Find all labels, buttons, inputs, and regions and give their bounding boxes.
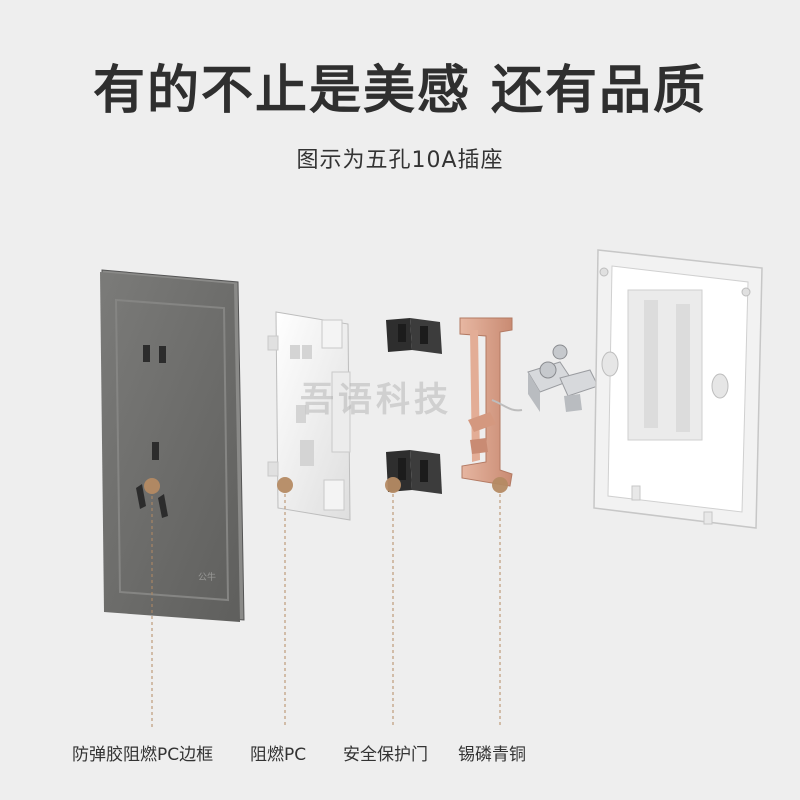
- socket-slot: [158, 494, 168, 518]
- part-label-pc: 阻燃PC: [250, 745, 307, 765]
- watermark: 吾语科技: [300, 380, 452, 420]
- callout-marker: [144, 478, 160, 494]
- terminal-screws: [527, 344, 599, 412]
- front-panel: 公牛: [100, 269, 245, 622]
- mounting-hole: [601, 351, 619, 377]
- socket-slot: [152, 442, 159, 460]
- socket-slot: [136, 484, 146, 509]
- safety-shutter-top: [386, 318, 442, 354]
- subtitle: 图示为五孔10A插座: [296, 148, 504, 173]
- headline: 有的不止是美感 还有品质: [92, 61, 708, 121]
- socket-slot: [143, 345, 150, 362]
- part-label-bronze: 锡磷青铜: [458, 745, 526, 765]
- socket-slot: [159, 346, 166, 363]
- callout-marker: [492, 477, 508, 493]
- callout-marker: [385, 477, 401, 493]
- plate-marking: 公牛: [198, 571, 216, 583]
- pc-frame: [267, 311, 351, 521]
- callout-marker: [277, 477, 293, 493]
- base-box: [593, 249, 763, 529]
- bronze-contacts: [459, 317, 523, 487]
- mounting-hole: [711, 373, 729, 399]
- part-label-shutter: 安全保护门: [343, 745, 428, 765]
- part-label-frame: 防弹胶阻燃PC边框: [72, 745, 214, 765]
